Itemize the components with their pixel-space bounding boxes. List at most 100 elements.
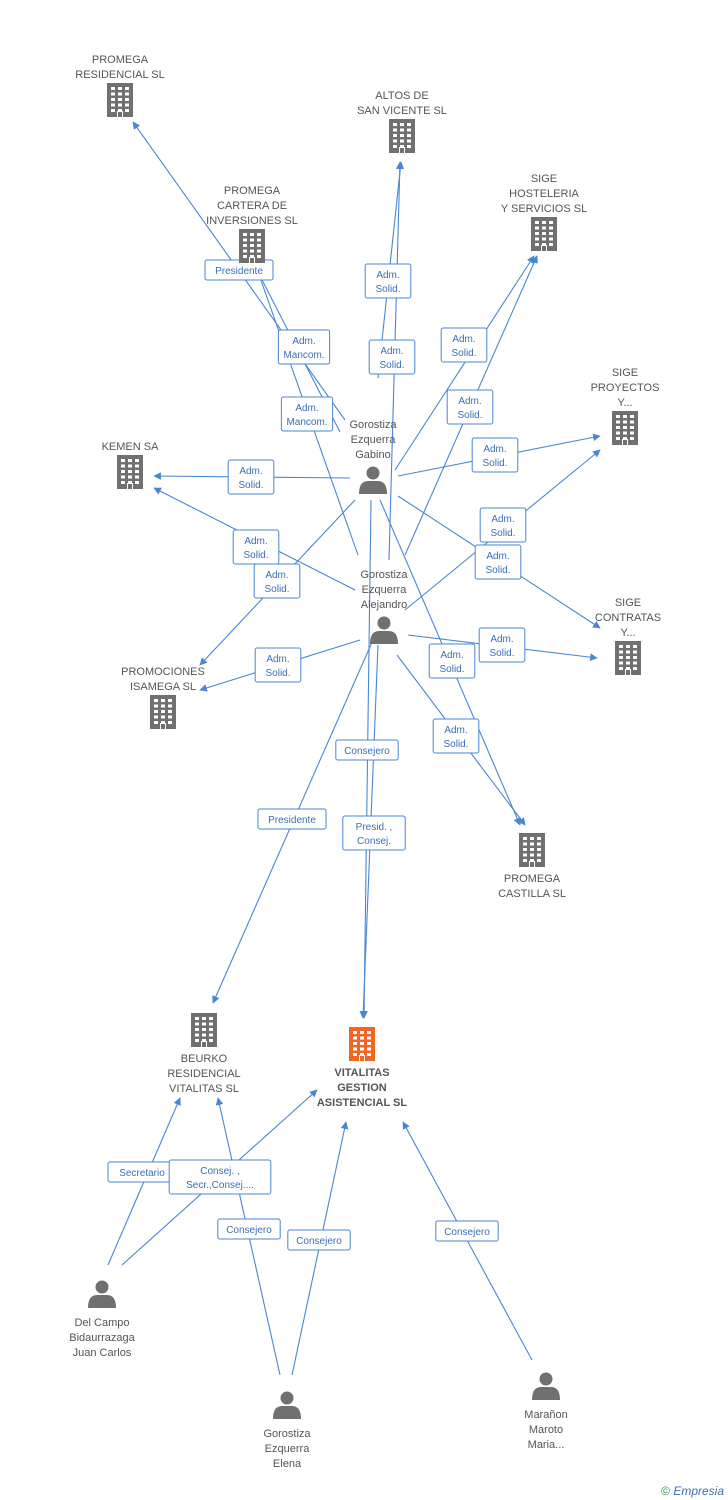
node-label-line: INVERSIONES SL — [206, 215, 298, 227]
edge-label-text: Adm. — [440, 650, 463, 661]
company-node[interactable]: SIGECONTRATASY... — [595, 597, 661, 675]
building-icon — [117, 455, 143, 489]
edge-label-text: Presid. , — [356, 822, 393, 833]
person-icon — [370, 616, 398, 644]
node-label-line: SIGE — [531, 173, 557, 185]
company-node[interactable]: KEMEN SA — [102, 441, 160, 489]
brand-name: Empresia — [673, 1484, 724, 1498]
edge-label-text: Secr.,Consej.... — [186, 1180, 254, 1191]
edge-label[interactable]: Adm.Solid. — [253, 563, 301, 599]
building-icon — [150, 695, 176, 729]
edge-label[interactable]: Adm. Solid. — [254, 647, 302, 683]
building-icon — [531, 217, 557, 251]
node-label-line: PROYECTOS — [591, 382, 660, 394]
person-icon — [273, 1391, 301, 1419]
edge-label[interactable]: Adm.Solid. — [479, 507, 527, 543]
node-label-line: Ezquerra — [351, 434, 397, 446]
edge-label[interactable]: Adm.Solid. — [471, 437, 519, 473]
node-label-line: SIGE — [612, 367, 638, 379]
node-label-line: ISAMEGA SL — [130, 681, 196, 693]
company-node[interactable]: PROMOCIONES ISAMEGA SL — [121, 666, 205, 729]
node-label-line: VITALITAS SL — [169, 1083, 239, 1095]
node-label-line: SAN VICENTE SL — [357, 105, 447, 117]
edge-label-text: Adm. — [452, 334, 475, 345]
person-icon — [532, 1372, 560, 1400]
edge-label-text: Solid. — [489, 648, 514, 659]
edge-label[interactable]: Adm.Mancom. — [280, 396, 334, 432]
copyright-symbol: © — [661, 1484, 670, 1498]
node-label-line: ASISTENCIAL SL — [317, 1097, 408, 1109]
edge-label-text: Solid. — [379, 360, 404, 371]
edge-label[interactable]: Adm.Solid. — [432, 718, 480, 754]
node-label-line: HOSTELERIA — [509, 188, 579, 200]
company-node[interactable]: SIGE HOSTELERIA Y SERVICIOS SL — [501, 173, 587, 251]
edge-label-text: Adm. — [292, 336, 315, 347]
edge-label[interactable]: Secretario — [107, 1161, 177, 1183]
edge-label-text: Solid. — [485, 565, 510, 576]
edge-label[interactable]: Adm.Solid. — [232, 529, 280, 565]
edge-label[interactable]: Adm.Solid. — [227, 459, 275, 495]
edge-label[interactable]: Adm. Solid. — [446, 389, 494, 425]
edge-label[interactable]: Consejero — [435, 1220, 499, 1242]
edge-label-text: Presidente — [215, 266, 263, 277]
node-label-line: Y SERVICIOS SL — [501, 203, 587, 215]
edge-label-text: Solid. — [457, 410, 482, 421]
edge-label[interactable]: Consejero — [287, 1229, 351, 1251]
building-icon — [239, 229, 265, 263]
edge-label-text: Presidente — [268, 815, 316, 826]
node-label-line: PROMEGA — [224, 185, 281, 197]
edge-label-text: Adm. — [266, 654, 289, 665]
edge-label-text: Solid. — [375, 284, 400, 295]
node-label-line: Bidaurrazaga — [69, 1332, 135, 1344]
edge-label[interactable]: Consejero — [335, 739, 399, 761]
edge-label-text: Consejero — [344, 746, 390, 757]
edge-label[interactable]: Consejero — [217, 1218, 281, 1240]
edge-label[interactable]: Presidente — [257, 808, 327, 830]
edge-label-text: Solid. — [238, 480, 263, 491]
edge-label-text: Mancom. — [286, 417, 327, 428]
edge-label[interactable]: Presid. , Consej. — [342, 815, 406, 851]
node-label-line: Ezquerra — [265, 1443, 311, 1455]
edge-label[interactable]: Adm. Solid. — [428, 643, 476, 679]
edge-label[interactable]: Adm.Mancom. — [277, 329, 331, 365]
edge-label[interactable]: Adm. Solid. — [368, 339, 416, 375]
node-label-line: CASTILLA SL — [498, 888, 566, 900]
edge-label[interactable]: Consej. ,Secr.,Consej.... — [168, 1159, 272, 1195]
edge-label[interactable]: Adm.Solid. — [478, 627, 526, 663]
node-label-line: PROMOCIONES — [121, 666, 205, 678]
node-label-line: Gabino — [355, 449, 390, 461]
edge-label-text: Adm. — [458, 396, 481, 407]
node-label-line: Elena — [273, 1458, 302, 1470]
company-node[interactable]: PROMEGA CARTERA DE INVERSIONES SL — [206, 185, 298, 263]
watermark: © Empresia — [661, 1484, 724, 1498]
edge-line — [394, 255, 535, 471]
edge-label-text: Solid. — [265, 668, 290, 679]
edge-label-text: Solid. — [243, 550, 268, 561]
company-node[interactable]: SIGEPROYECTOSY... — [591, 367, 660, 445]
node-label-line: PROMEGA — [92, 54, 149, 66]
edge-label[interactable]: Adm.Solid. — [474, 544, 522, 580]
node-label-line: CARTERA DE — [217, 200, 287, 212]
edge-label[interactable]: Adm.Solid. — [440, 327, 488, 363]
edge-label[interactable]: Adm.Solid. — [364, 263, 412, 299]
edge-label-text: Consej. — [357, 836, 391, 847]
node-label-line: BEURKO — [181, 1053, 228, 1065]
edge-label-text: Adm. — [380, 346, 403, 357]
node-label-line: Maria... — [528, 1439, 565, 1451]
person-node[interactable]: MarañonMarotoMaria... — [524, 1372, 568, 1452]
edge-label-text: Solid. — [439, 664, 464, 675]
edge-label-text: Solid. — [264, 584, 289, 595]
edge-label-text: Solid. — [443, 739, 468, 750]
person-icon — [359, 466, 387, 494]
node-label-line: Alejandro — [361, 599, 407, 611]
